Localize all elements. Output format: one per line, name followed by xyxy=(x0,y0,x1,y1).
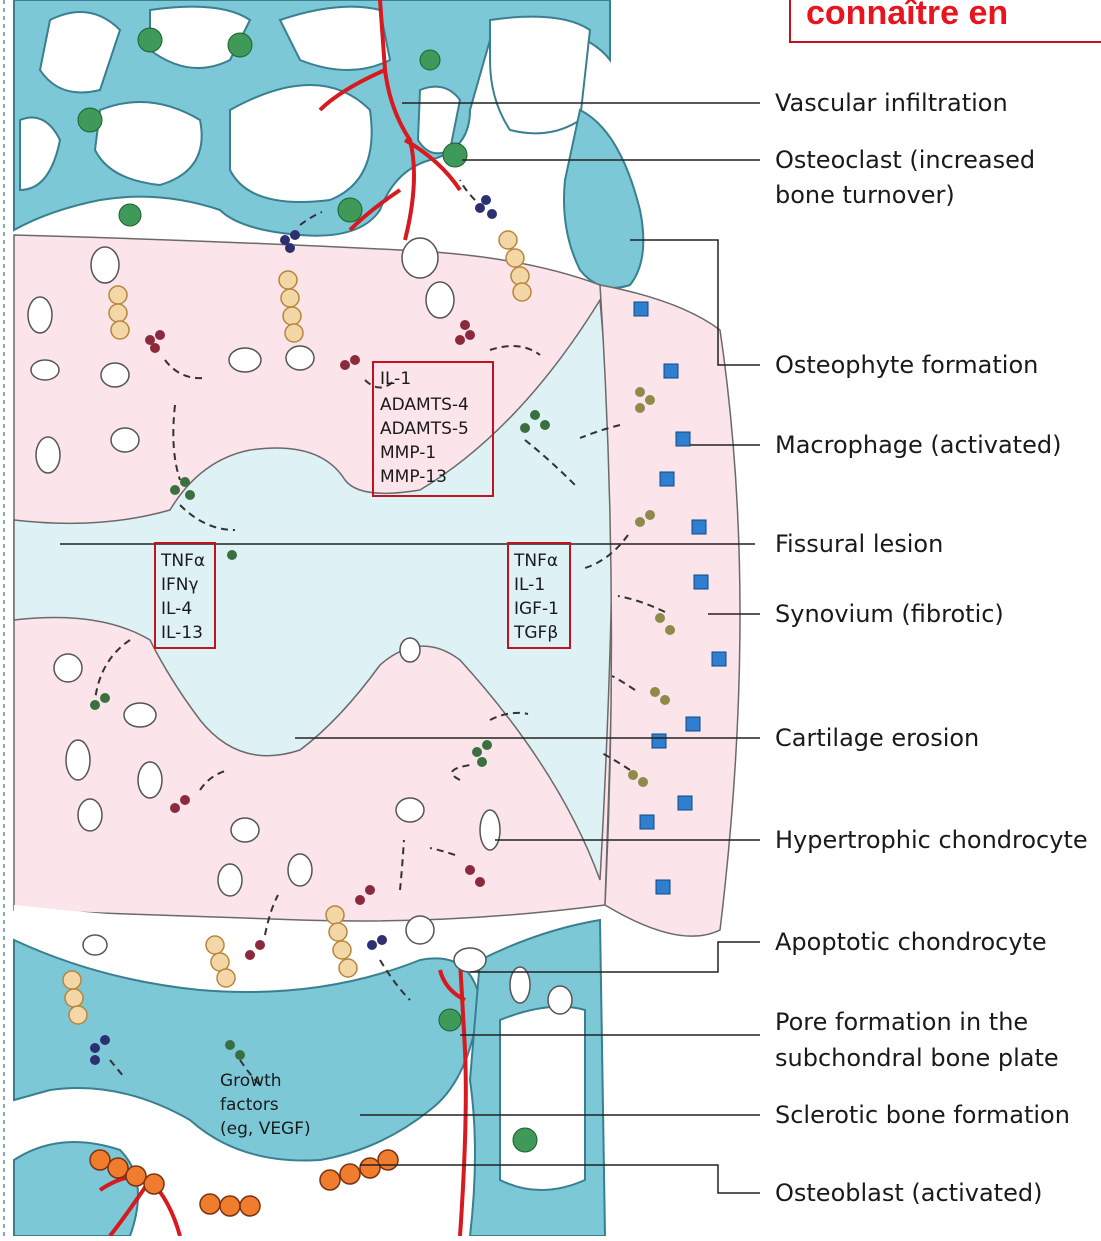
label-hypertrophic-chondrocyte: Hypertrophic chondrocyte xyxy=(775,826,1088,854)
growth-factors-line-3: (eg, VEGF) xyxy=(220,1119,311,1139)
synovium xyxy=(600,285,740,936)
label-synovium: Synovium (fibrotic) xyxy=(775,600,1004,628)
box-right-line-1: TNFα xyxy=(513,551,558,571)
label-pore-formation-line-2: subchondral bone plate xyxy=(775,1044,1059,1072)
label-osteoblast: Osteoblast (activated) xyxy=(775,1179,1042,1207)
annotation-labels: Vascular infiltration Osteoclast (increa… xyxy=(775,89,1088,1207)
growth-factors-line-2: factors xyxy=(220,1095,279,1115)
box-right-line-2: IL-1 xyxy=(514,575,545,595)
box-upper-line-3: ADAMTS-5 xyxy=(380,419,469,439)
box-right-line-4: TGFβ xyxy=(513,623,558,643)
label-fissural-lesion: Fissural lesion xyxy=(775,530,943,558)
box-upper-line-5: MMP-13 xyxy=(380,467,447,487)
label-sclerotic-bone: Sclerotic bone formation xyxy=(775,1101,1070,1129)
box-upper-line-2: ADAMTS-4 xyxy=(380,395,469,415)
box-left-line-3: IL-4 xyxy=(161,599,192,619)
label-vascular-infiltration: Vascular infiltration xyxy=(775,89,1008,117)
box-left-line-1: TNFα xyxy=(160,551,205,571)
growth-factors-line-1: Growth xyxy=(220,1071,282,1091)
label-osteophyte-formation: Osteophyte formation xyxy=(775,351,1038,379)
box-left-line-2: IFNγ xyxy=(161,575,199,595)
label-macrophage: Macrophage (activated) xyxy=(775,431,1061,459)
label-pore-formation-line-1: Pore formation in the xyxy=(775,1008,1028,1036)
label-apoptotic-chondrocyte: Apoptotic chondrocyte xyxy=(775,928,1047,956)
label-osteoclast-line-1: Osteoclast (increased xyxy=(775,146,1035,174)
box-upper-line-4: MMP-1 xyxy=(380,443,436,463)
label-osteoclast-line-2: bone turnover) xyxy=(775,181,955,209)
box-upper-line-1: IL-1 xyxy=(380,369,411,389)
label-cartilage-erosion: Cartilage erosion xyxy=(775,724,979,752)
box-left-line-4: IL-13 xyxy=(161,623,203,643)
title-fragment: connaître en xyxy=(806,0,1008,32)
box-right-line-3: IGF-1 xyxy=(514,599,559,619)
